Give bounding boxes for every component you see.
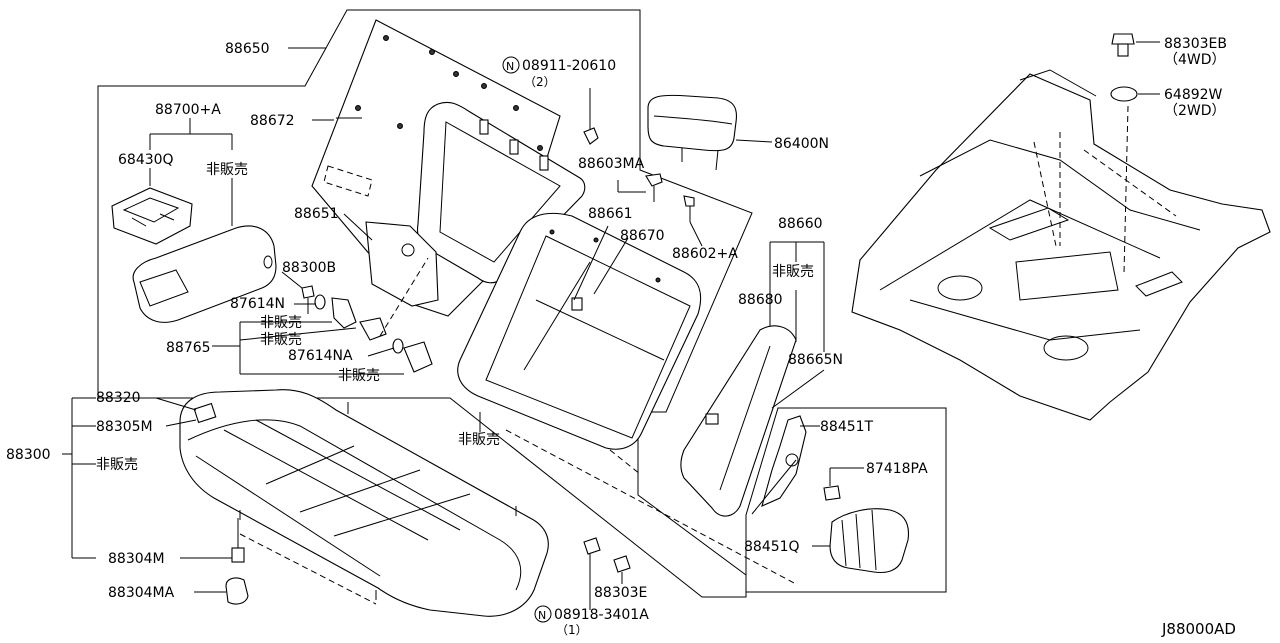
label-88303eb-note: （4WD） — [1164, 52, 1226, 68]
label-88300b: 88300B — [282, 260, 336, 276]
label-86400n: 86400N — [774, 136, 829, 152]
rear-body-floor — [851, 69, 1271, 421]
group-outline-88451 — [745, 407, 947, 593]
label-88304ma: 88304MA — [108, 585, 175, 601]
label-88680: 88680 — [738, 292, 783, 308]
side-bolster-88680 — [680, 325, 797, 517]
leader-88670 — [593, 237, 629, 295]
bolt-88303eb — [1111, 33, 1160, 57]
label-08918-qty: （1） — [556, 623, 588, 637]
label-88603ma: 88603MA — [578, 156, 645, 172]
label-hanbai-c: 非販売 — [260, 315, 302, 331]
seatback-frame-88651 — [365, 101, 586, 307]
headrest-86400n — [647, 94, 773, 171]
label-64892w: 64892W — [1164, 87, 1223, 103]
bracket-88660 — [769, 241, 825, 409]
label-08918: 08918-3401A — [554, 607, 649, 623]
label-hanbai-d: 非販売 — [260, 332, 302, 348]
cover-88451q — [812, 508, 910, 574]
clip-88304ma — [194, 577, 249, 605]
bracket-88300 — [62, 397, 197, 559]
pad-87418pa — [823, 467, 864, 501]
label-88651: 88651 — [294, 206, 339, 222]
label-88451q: 88451Q — [744, 539, 800, 555]
label-88665n: 88665N — [788, 352, 843, 368]
fastener-88603ma — [617, 173, 663, 202]
label-88303eb: 88303EB — [1164, 36, 1227, 52]
fastener-88602a — [683, 195, 703, 247]
label-88305m: 88305M — [96, 419, 153, 435]
hinge-parts — [212, 257, 433, 375]
label-88700a: 88700+A — [155, 102, 221, 118]
label-hanbai-b: 非販売 — [772, 264, 814, 280]
n-symbol-1: N — [506, 60, 514, 73]
seat-cushion-88320 — [179, 389, 797, 617]
label-87614n: 87614N — [230, 296, 285, 312]
label-88303e: 88303E — [594, 585, 647, 601]
label-87418pa: 87418PA — [866, 461, 928, 477]
clip-88303e — [613, 555, 631, 584]
label-hanbai-f: 非販売 — [96, 457, 138, 473]
cap-64892w — [1110, 86, 1160, 102]
clip-08918 — [583, 537, 601, 610]
label-68430q: 68430Q — [118, 152, 174, 168]
label-88320: 88320 — [96, 390, 141, 406]
n-symbol-circle-2 — [534, 605, 552, 623]
label-hanbai-g: 非販売 — [458, 432, 500, 448]
clip-08911 — [583, 88, 599, 145]
hinge-bracket-88451t — [751, 415, 820, 515]
label-88650: 88650 — [225, 41, 270, 57]
label-88300: 88300 — [6, 447, 51, 463]
diagram-code: J88000AD — [1161, 620, 1236, 638]
label-08911-qty: （2） — [524, 75, 556, 89]
label-88602a: 88602+A — [672, 246, 738, 262]
seatback-cushion — [457, 212, 702, 450]
n-symbol-circle-1 — [502, 56, 520, 74]
armrest-box — [111, 118, 277, 323]
leader-88651 — [343, 213, 373, 241]
label-hanbai-e: 非販売 — [338, 368, 380, 384]
label-64892w-note: （2WD） — [1164, 103, 1226, 119]
label-88304m: 88304M — [108, 551, 165, 567]
label-87614na: 87614NA — [288, 348, 353, 364]
leader-88661 — [573, 225, 609, 301]
n-symbol-2: N — [538, 609, 546, 622]
label-08911: 08911-20610 — [522, 58, 616, 74]
label-88661: 88661 — [588, 206, 633, 222]
label-hanbai-a: 非販売 — [206, 162, 248, 178]
label-88672: 88672 — [250, 113, 295, 129]
label-88765: 88765 — [166, 340, 211, 356]
label-88670: 88670 — [620, 228, 665, 244]
clip-88304m — [180, 518, 245, 563]
label-88451t: 88451T — [820, 419, 874, 435]
label-88660: 88660 — [778, 216, 823, 232]
